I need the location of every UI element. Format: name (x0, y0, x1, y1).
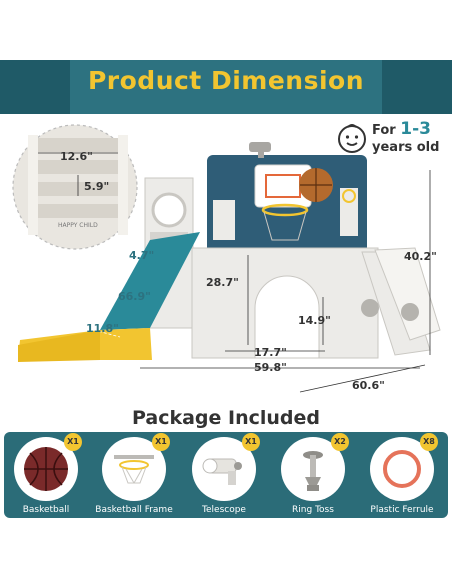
stair-step-label: 5.9" (84, 180, 110, 193)
platform-height-label: 28.7" (206, 276, 239, 289)
qty-badge: X8 (420, 433, 438, 451)
package-item-plastic-ferrule: X8 Plastic Ferrule (362, 433, 442, 515)
age-suffix: years old (372, 140, 440, 155)
stair-inset-text: HAPPY CHILD (58, 222, 98, 229)
arch-width-label: 17.7" (254, 346, 287, 359)
slide-top-label: 4.7" (129, 249, 155, 262)
age-range-label: For 1-3 years old (372, 121, 439, 156)
dimension-lines (140, 170, 431, 393)
package-item-telescope: X1 Telescope (184, 433, 264, 515)
stair-detail-inset (12, 124, 138, 250)
page-title: Product Dimension (87, 66, 365, 95)
package-item-label: Basketball Frame (95, 505, 173, 515)
package-item-basketball-frame: X1 Basketball Frame (94, 433, 174, 515)
stair-width-label: 12.6" (60, 150, 93, 163)
baby-face-icon (338, 124, 366, 153)
total-height-label: 40.2" (404, 250, 437, 263)
slide (18, 232, 200, 362)
basketball-icon (24, 447, 68, 491)
basketball-frame-icon (114, 455, 154, 484)
package-title: Package Included (131, 407, 321, 429)
package-item-label: Ring Toss (292, 505, 334, 515)
qty-badge: X1 (152, 433, 170, 451)
arch-height-label: 14.9" (298, 314, 331, 327)
qty-badge: X1 (64, 433, 82, 451)
slide-dimension-lines (93, 249, 139, 338)
ring-toss-icon (303, 451, 323, 491)
qty-badge: X2 (331, 433, 349, 451)
package-item-label: Plastic Ferrule (370, 505, 434, 515)
qty-badge: X1 (242, 433, 260, 451)
package-item-label: Telescope (202, 505, 246, 515)
age-range: 1-3 (400, 119, 431, 139)
header-banner-center (70, 60, 382, 114)
telescope-part (249, 142, 271, 158)
total-depth-label: 60.6" (352, 379, 385, 392)
basketball-hoop (254, 164, 333, 241)
age-prefix: For (372, 123, 396, 138)
right-stairs (361, 247, 441, 356)
plastic-ferrule-icon (383, 450, 421, 488)
total-length-label: 59.8" (254, 361, 287, 374)
slide-length-label: 66.9" (118, 290, 151, 303)
slide-width-label: 11.8" (86, 322, 119, 335)
package-item-label: Basketball (22, 505, 70, 515)
package-item-ring-toss: X2 Ring Toss (273, 433, 353, 515)
telescope-icon (202, 458, 242, 485)
playset-illustration (12, 124, 441, 393)
package-item-basketball: X1 Basketball (6, 433, 86, 515)
header-banner (0, 60, 452, 114)
